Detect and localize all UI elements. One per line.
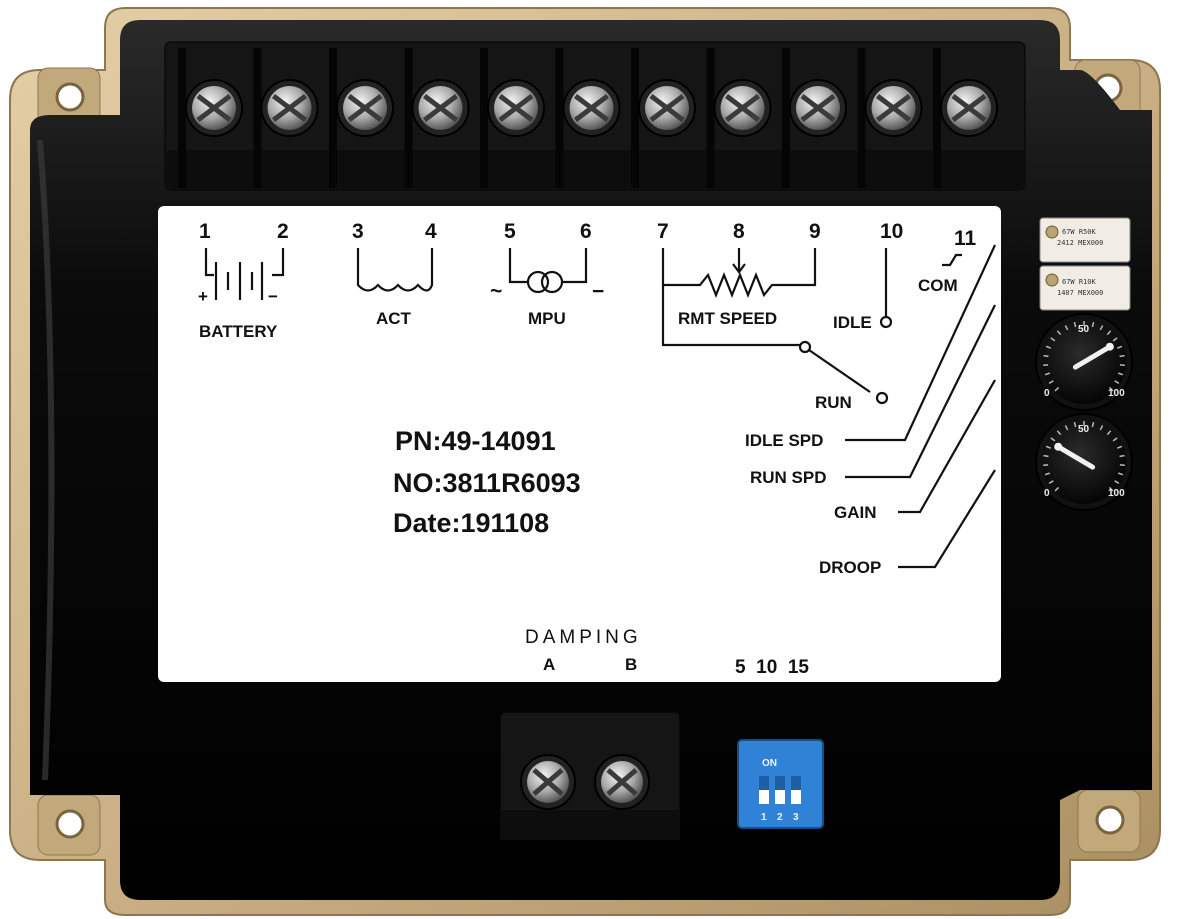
dial-mid-label: 50: [1078, 424, 1090, 435]
terminal-number: 1: [199, 220, 211, 243]
rmt-speed-potentiometer: [661, 248, 817, 347]
trimpot-idle-line2: 2412 MEX000: [1057, 239, 1103, 247]
com-symbol: [942, 253, 962, 267]
top-terminal-block: [164, 41, 1026, 191]
terminal-screw[interactable]: [782, 48, 847, 188]
droop-label: DROOP: [819, 558, 881, 577]
trimpot-run-speed[interactable]: 67W R10K 1407 MEX000: [1039, 265, 1131, 311]
terminal-screw[interactable]: [555, 48, 621, 188]
terminal-screw[interactable]: [706, 48, 772, 188]
idle-label: IDLE: [833, 313, 872, 332]
label-panel: [158, 206, 1001, 682]
idle-spd-label: IDLE SPD: [745, 431, 823, 450]
dip-on-label: ON: [762, 758, 777, 769]
dial-min-label: 0: [1044, 488, 1050, 499]
run-spd-label: RUN SPD: [750, 468, 827, 487]
terminal-screw[interactable]: [178, 48, 243, 188]
terminal-screw[interactable]: [404, 48, 470, 188]
damping-label: DAMPING: [525, 627, 642, 648]
serial-number: NO:3811R6093: [393, 468, 581, 498]
mpu-tilde-label: ~: [490, 280, 502, 303]
terminal-number: 2: [277, 220, 289, 243]
dial-max-label: 100: [1108, 388, 1125, 399]
run-label: RUN: [815, 393, 852, 412]
damping-terminal-screw[interactable]: [594, 754, 650, 810]
mpu-label: MPU: [528, 309, 566, 328]
trimpot-idle-line1: 67W R50K: [1062, 228, 1097, 236]
gain-dial[interactable]: 50 0 100: [1035, 313, 1133, 411]
wiring-schematic: [204, 244, 996, 569]
manufacture-date: Date:191108: [393, 508, 549, 538]
terminal-number: 9: [809, 220, 821, 243]
damping-b-label: B: [625, 655, 637, 674]
adjustment-dials: 50 0 100 50 0 100: [1035, 313, 1133, 511]
mounting-hole: [1077, 789, 1141, 853]
terminal-number: 6: [580, 220, 592, 243]
mounting-hole: [37, 794, 101, 856]
terminal-screw[interactable]: [329, 48, 394, 188]
battery-minus-label: −: [268, 287, 278, 306]
act-label: ACT: [376, 309, 412, 328]
battery-symbol: [204, 248, 285, 300]
leader-lines: [845, 244, 996, 569]
mpu-symbol: [508, 248, 588, 294]
terminal-number: 4: [425, 220, 437, 243]
idle-run-switch: [798, 248, 893, 405]
terminal-screw[interactable]: [631, 48, 696, 188]
gain-label: GAIN: [834, 503, 877, 522]
terminal-number: 5: [504, 220, 516, 243]
part-number: PN:49-14091: [395, 426, 556, 456]
damping-a-label: A: [543, 655, 555, 674]
droop-scale-label: 5 10 15: [735, 657, 809, 678]
damping-terminal-screw[interactable]: [520, 754, 576, 810]
actuator-coil-symbol: [356, 248, 434, 292]
terminal-number: 8: [733, 220, 745, 243]
dip-switch-lever[interactable]: 1: [759, 776, 769, 823]
terminal-screw[interactable]: [480, 48, 545, 188]
rmt-speed-label: RMT SPEED: [678, 309, 777, 328]
dip-switch-lever[interactable]: 3: [791, 776, 801, 823]
terminal-number: 3: [352, 220, 364, 243]
dip-position-label: 3: [793, 812, 799, 823]
battery-plus-label: +: [198, 287, 208, 306]
terminal-number: 11: [954, 227, 977, 250]
dial-min-label: 0: [1044, 388, 1050, 399]
dip-position-label: 1: [761, 812, 767, 823]
terminal-screw[interactable]: [253, 48, 319, 188]
dip-position-label: 2: [777, 812, 783, 823]
com-label: COM: [918, 276, 958, 295]
trimpot-run-line2: 1407 MEX000: [1057, 289, 1103, 297]
board-gloss-highlight: [37, 139, 55, 781]
damping-terminal-block: [499, 711, 681, 841]
panel-labels: + − BATTERY ACT ~ − MPU RMT SPEED IDLE C…: [198, 276, 958, 678]
trimpot-idle-speed[interactable]: 67W R50K 2412 MEX000: [1039, 217, 1131, 263]
terminal-number: 10: [880, 220, 903, 243]
terminal-numbers: 1 2 3 4 5 6 7 8 9 10 11: [199, 220, 977, 250]
dial-max-label: 100: [1108, 488, 1125, 499]
trimpot-run-line1: 67W R10K: [1062, 278, 1097, 286]
terminal-number: 7: [657, 220, 669, 243]
mpu-minus-label: −: [592, 280, 604, 303]
droop-dial[interactable]: 50 0 100: [1035, 413, 1133, 511]
terminal-screw[interactable]: [933, 48, 998, 188]
battery-label: BATTERY: [199, 322, 278, 341]
terminal-screw[interactable]: [857, 48, 923, 188]
dip-switch-lever[interactable]: 2: [775, 776, 785, 823]
dial-mid-label: 50: [1078, 324, 1090, 335]
